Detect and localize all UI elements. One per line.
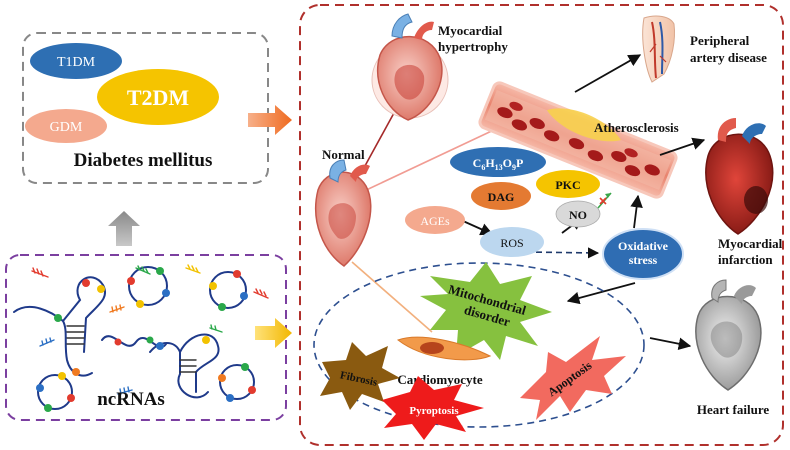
up-arrow-icon xyxy=(108,211,140,246)
hypertrophy-heart-icon xyxy=(371,13,449,121)
hypertrophy-label-1: Myocardial xyxy=(438,23,503,38)
heart-failure-label: Heart failure xyxy=(697,402,770,417)
infarction-heart-icon xyxy=(705,118,774,235)
oxidative-stress-pill: Oxidative stress xyxy=(602,228,684,280)
pathway-arrows xyxy=(462,54,706,350)
no-pill: NO xyxy=(555,200,601,228)
oxidative-label-1: Oxidative xyxy=(618,239,669,253)
ros-oxidative-dashed-arrow xyxy=(525,247,600,259)
pkc-label: PKC xyxy=(555,178,580,192)
pyroptosis-star: Pyroptosis xyxy=(382,376,484,440)
dag-pill: DAG xyxy=(471,182,531,210)
ncrna-illustration xyxy=(13,264,269,412)
ros-label: ROS xyxy=(500,236,523,250)
apoptosis-star: Apoptosis xyxy=(520,336,626,420)
c6-pill: C6​H13​O9​P xyxy=(450,147,546,177)
atherosclerotic-vessel xyxy=(478,81,678,199)
infarction-label-2: infarction xyxy=(718,252,773,267)
cardiomyocyte-icon xyxy=(396,336,492,361)
ros-pill: ROS xyxy=(480,227,544,257)
arrow-diabetes-to-main-icon xyxy=(248,105,292,135)
ncrnas-frame xyxy=(5,254,287,421)
t2dm-ellipse xyxy=(97,69,219,125)
mitochondrial-disorder-star: Mitochondrial disorder xyxy=(420,262,552,360)
normal-label: Normal xyxy=(322,147,365,162)
dag-label: DAG xyxy=(488,190,515,204)
failure-heart-icon xyxy=(695,279,762,391)
fibrosis-star: Fibrosis xyxy=(320,342,400,410)
pad-label-1: Peripheral xyxy=(690,33,750,48)
ncrnas-title: ncRNAs xyxy=(97,389,165,410)
pyroptosis-label: Pyroptosis xyxy=(409,405,459,417)
normal-heart-icon xyxy=(314,159,372,267)
infarction-label-1: Myocardial xyxy=(718,236,783,251)
t1dm-label: T1DM xyxy=(57,55,96,70)
c6-label: C6​H13​O9​P xyxy=(473,156,524,172)
diabetes-title: Diabetes mellitus xyxy=(74,150,213,171)
ages-label: AGEs xyxy=(420,214,450,228)
oxidative-label-2: stress xyxy=(629,253,658,267)
gdm-label: GDM xyxy=(50,120,83,135)
diabetes-frame xyxy=(22,32,269,184)
no-label: NO xyxy=(569,208,587,222)
ages-pill: AGEs xyxy=(405,206,465,234)
no-inhibition-icon xyxy=(597,192,612,209)
t1dm-ellipse xyxy=(30,43,122,79)
gdm-ellipse xyxy=(25,109,107,143)
main-frame xyxy=(299,4,784,446)
pkc-pill: PKC xyxy=(536,170,600,198)
line-normal-vessel xyxy=(361,127,499,193)
arrow-ncrnas-to-main-icon xyxy=(255,318,292,348)
pad-label-2: artery disease xyxy=(690,50,767,65)
cardiomyocyte-label: Cardiomyocyte xyxy=(397,372,482,387)
atherosclerosis-label: Atherosclerosis xyxy=(594,120,679,135)
inner-dashed-region xyxy=(313,262,645,428)
leg-artery-icon xyxy=(642,15,675,83)
t2dm-label: T2DM xyxy=(127,85,190,110)
hypertrophy-label-2: hypertrophy xyxy=(438,39,508,54)
line-normal-cardiomyocyte xyxy=(351,261,433,333)
